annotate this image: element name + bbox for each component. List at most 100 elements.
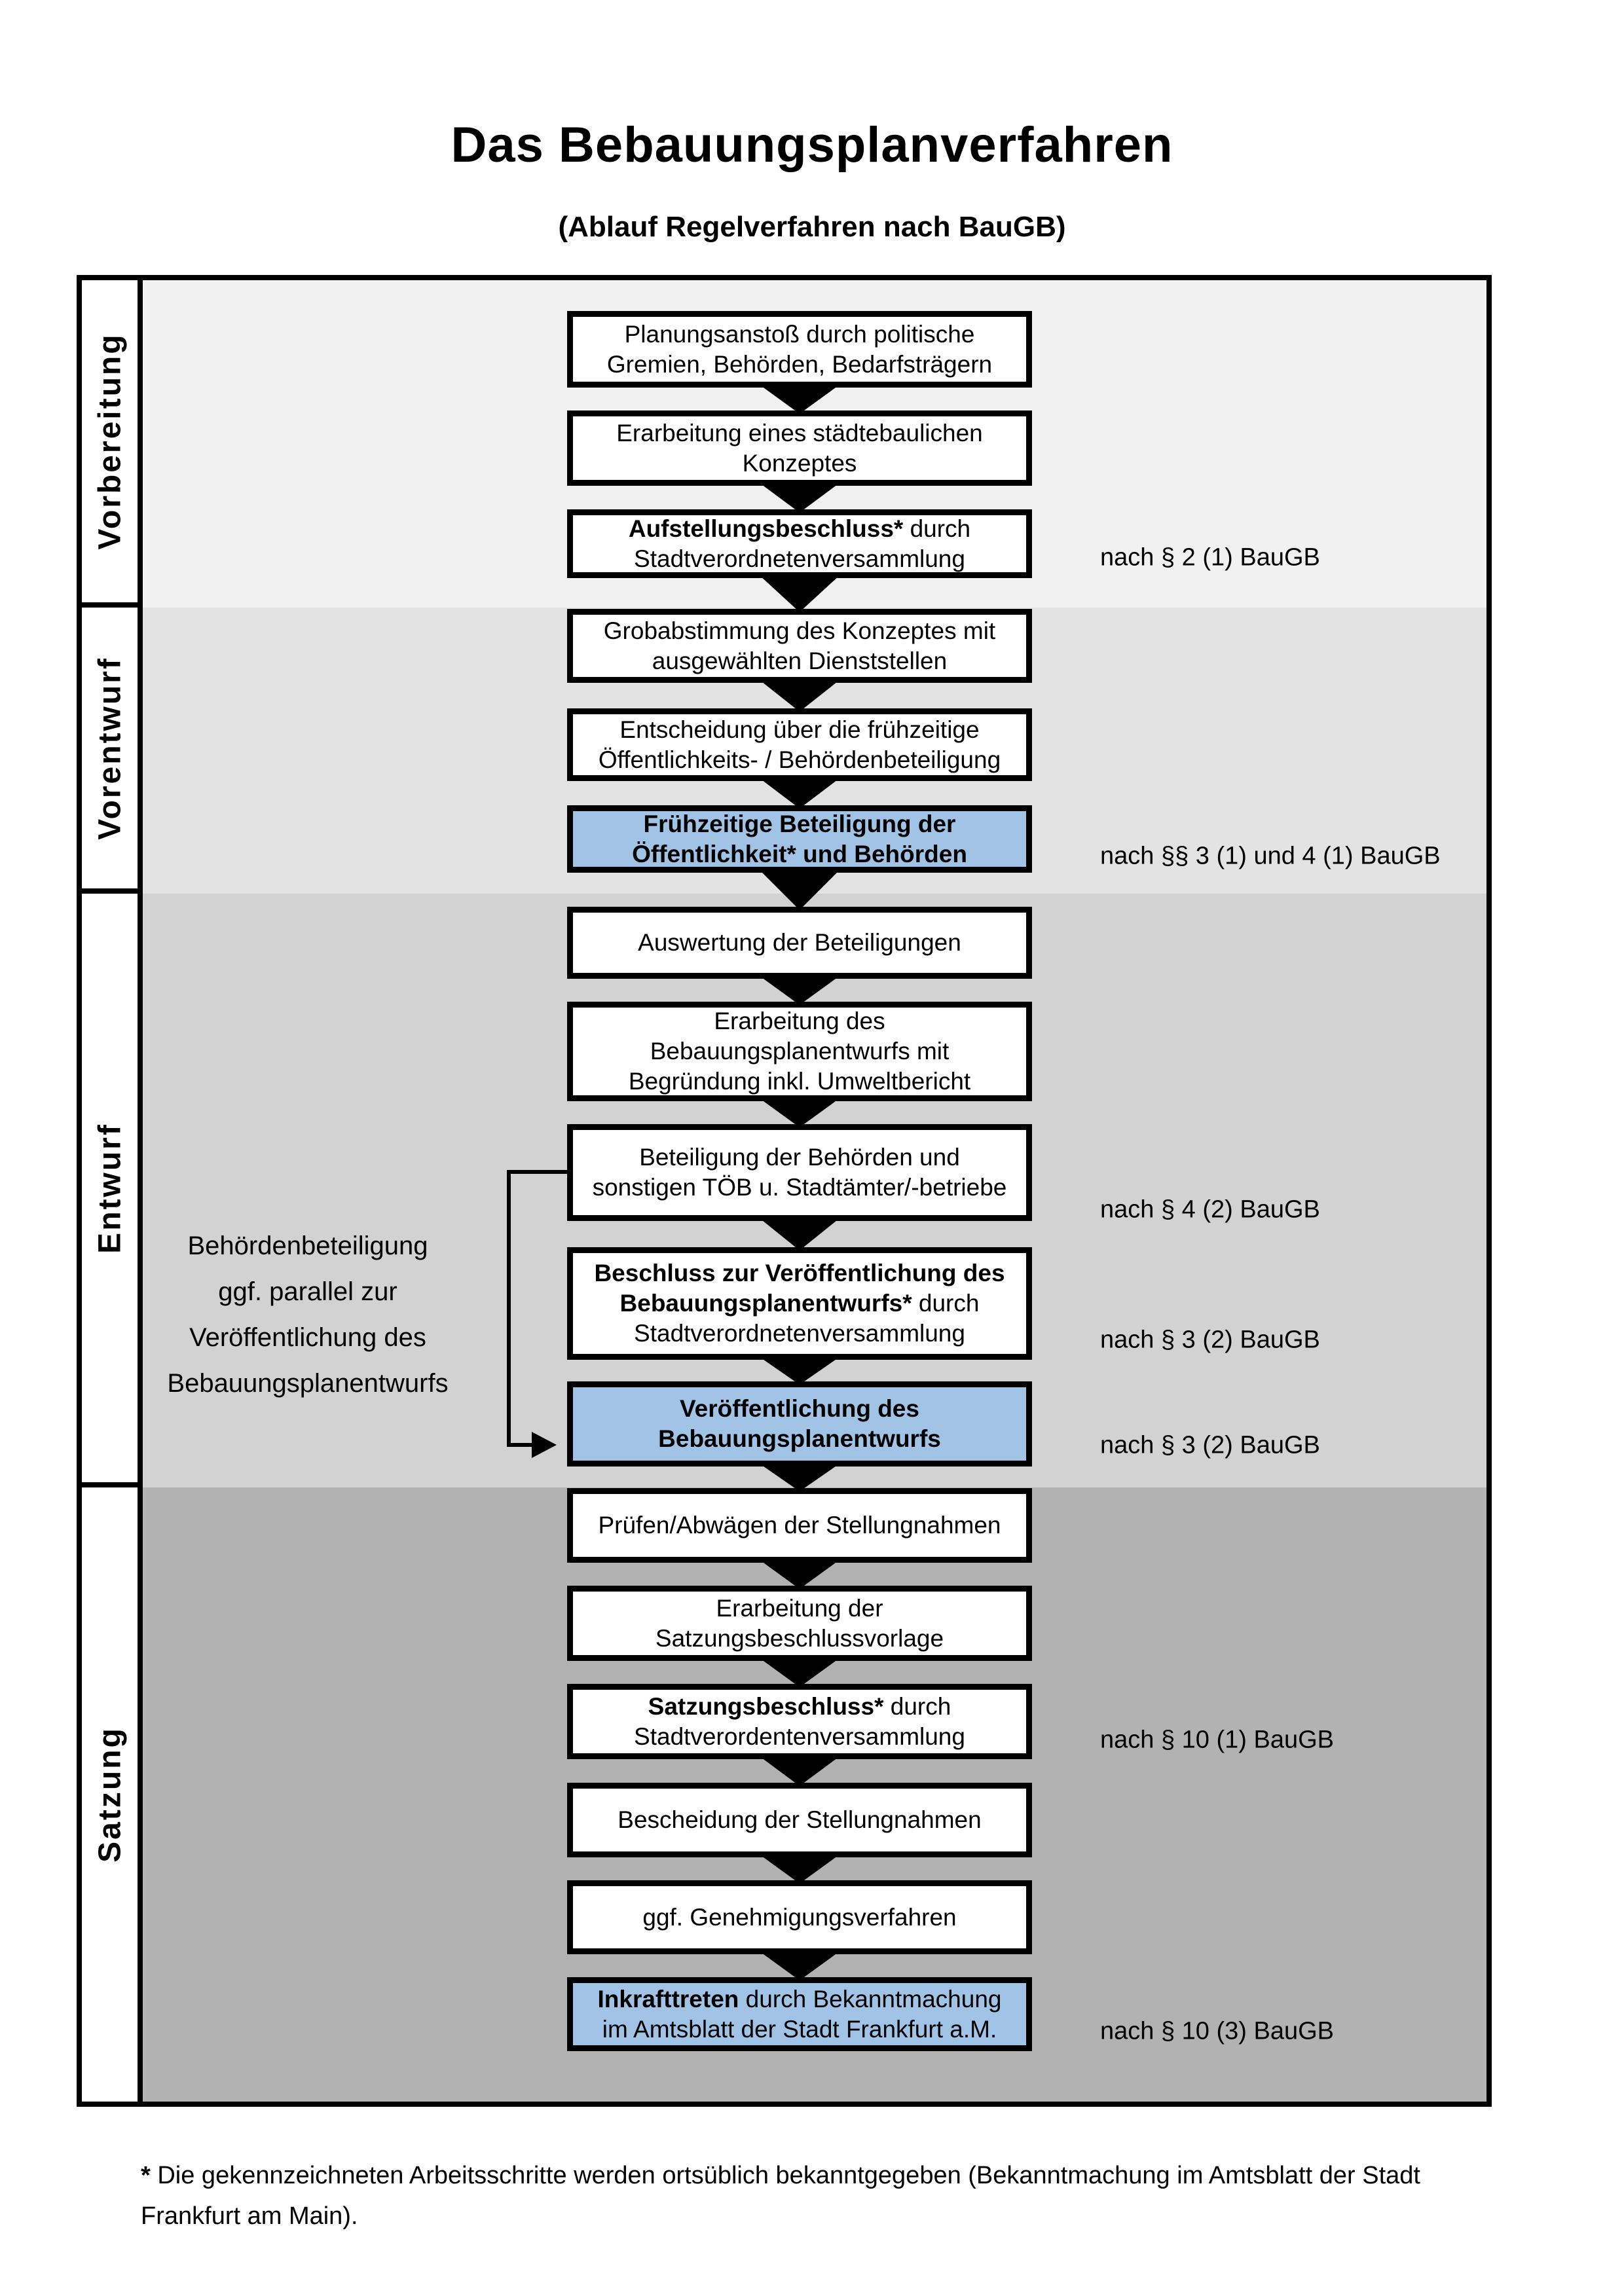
step-text-segment: durch	[903, 515, 971, 542]
down-arrow-icon	[759, 680, 840, 712]
step-text-segment: durch Bekanntmachung	[739, 1985, 1002, 2013]
legal-reference-fruehzeitige-beteiligung: nach §§ 3 (1) und 4 (1) BauGB	[1100, 842, 1441, 870]
down-arrow-icon	[759, 1951, 840, 1980]
step-box-line: Öffentlichkeit* und Behörden	[632, 839, 967, 869]
legal-reference-beteiligung-behoerden-toeb: nach § 4 (2) BauGB	[1100, 1195, 1320, 1224]
step-text-segment: Grobabstimmung des Konzeptes mit	[603, 617, 996, 644]
down-arrow-icon	[759, 975, 840, 1005]
step-text-segment: Stadtverordentenversammlung	[634, 1722, 965, 1750]
step-box-line: Erarbeitung des	[714, 1006, 885, 1036]
step-box-line: ggf. Genehmigungsverfahren	[642, 1903, 956, 1933]
legal-reference-aufstellungsbeschluss: nach § 2 (1) BauGB	[1100, 543, 1320, 572]
step-box-auswertung-beteiligungen: Auswertung der Beteiligungen	[567, 907, 1032, 979]
parallel-process-note-line: Bebauungsplanentwurfs	[167, 1369, 449, 1398]
down-arrow-icon	[759, 483, 840, 513]
section-label-vorentwurf: Vorentwurf	[92, 656, 127, 840]
step-text-segment: Satzungsbeschlussvorlage	[655, 1624, 944, 1652]
step-box-line: Prüfen/Abwägen der Stellungnahmen	[598, 1510, 1001, 1540]
section-label-vorbereitung: Vorbereitung	[92, 333, 127, 550]
step-text-segment: Beteiligung der Behörden und	[639, 1144, 960, 1171]
step-box-grobabstimmung: Grobabstimmung des Konzeptes mit ausgewäh…	[567, 609, 1032, 683]
step-box-line: Aufstellungsbeschluss* durch	[629, 514, 970, 544]
parallel-process-note-line: ggf. parallel zur	[218, 1277, 397, 1306]
legal-reference-satzungsbeschluss: nach § 10 (1) BauGB	[1100, 1726, 1334, 1754]
step-box-line: Stadtverordentenversammlung	[634, 1722, 965, 1752]
step-text-segment: Frühzeitige Beteiligung der	[643, 810, 956, 837]
step-box-line: Konzeptes	[743, 448, 857, 479]
down-arrow-icon	[759, 1218, 840, 1250]
section-label-cell-satzung: Satzung	[82, 1487, 143, 2102]
step-text-segment: Gremien, Behörden, Bedarfsträgern	[606, 350, 993, 378]
step-text-segment: Öffentlichkeit* und Behörden	[632, 840, 967, 867]
footnote-line: Frankfurt am Main).	[141, 2196, 1529, 2236]
step-box-line: Gremien, Behörden, Bedarfsträgern	[607, 350, 992, 380]
page-title: Das Bebauungsplanverfahren	[451, 117, 1173, 173]
step-box-line: Stadtverordnetenversammlung	[634, 544, 965, 574]
section-label-cell-entwurf: Entwurf	[82, 894, 143, 1487]
parallel-process-note-line: Veröffentlichung des	[189, 1323, 426, 1352]
step-box-line: Beteiligung der Behörden und	[639, 1142, 960, 1173]
step-box-line: Öffentlichkeits- / Behördenbeteiligung	[599, 745, 1001, 775]
footnote-text-segment: Frankfurt am Main).	[141, 2202, 358, 2230]
step-text-segment: Prüfen/Abwägen der Stellungnahmen	[598, 1512, 1001, 1539]
step-text-segment: Erarbeitung des	[714, 1008, 885, 1034]
parallel-connector-arrowhead-icon	[532, 1432, 557, 1458]
step-box-line: Erarbeitung eines städtebaulichen	[616, 418, 983, 448]
down-arrow-icon	[759, 869, 840, 910]
down-arrow-icon	[759, 575, 840, 612]
section-label-satzung: Satzung	[92, 1726, 127, 1863]
footnote: * Die gekennzeichneten Arbeitsschritte w…	[141, 2155, 1529, 2236]
step-box-line: Frühzeitige Beteiligung der	[644, 809, 956, 839]
step-box-pruefen-abwaegen-stellungnahmen: Prüfen/Abwägen der Stellungnahmen	[567, 1488, 1032, 1563]
step-text-segment: Entscheidung über die frühzeitige	[619, 716, 980, 743]
step-text-segment: Satzungsbeschluss*	[648, 1692, 884, 1720]
step-text-segment: Bebauungsplanentwurfs mit	[650, 1038, 950, 1065]
step-box-line: sonstigen TÖB u. Stadtämter/-betriebe	[593, 1173, 1007, 1203]
section-label-cell-vorentwurf: Vorentwurf	[82, 608, 143, 894]
step-text-segment: sonstigen TÖB u. Stadtämter/-betriebe	[592, 1174, 1007, 1201]
step-text-segment: ausgewählten Dienststellen	[652, 647, 948, 674]
step-box-line: Beschluss zur Veröffentlichung des	[594, 1258, 1005, 1288]
section-label-entwurf: Entwurf	[92, 1122, 127, 1254]
parallel-connector-vertical-line	[507, 1170, 511, 1445]
step-text-segment: Auswertung der Beteiligungen	[638, 929, 961, 956]
step-box-line: ausgewählten Dienststellen	[652, 646, 947, 676]
step-box-line: Bebauungsplanentwurfs mit	[650, 1036, 950, 1066]
down-arrow-icon	[759, 1756, 840, 1786]
step-box-line: im Amtsblatt der Stadt Frankfurt a.M.	[602, 2014, 997, 2045]
step-text-segment: Veröffentlichung des	[680, 1395, 919, 1422]
down-arrow-icon	[759, 778, 840, 809]
step-text-segment: Bebauungsplanentwurfs*	[619, 1290, 912, 1317]
down-arrow-icon	[759, 1098, 840, 1127]
footnote-text-segment: Die gekennzeichneten Arbeitsschritte wer…	[157, 2162, 1420, 2189]
step-box-genehmigungsverfahren: ggf. Genehmigungsverfahren	[567, 1880, 1032, 1954]
page-subtitle: (Ablauf Regelverfahren nach BauGB)	[558, 211, 1066, 243]
down-arrow-icon	[759, 1658, 840, 1687]
step-text-segment: Stadtverordnetenversammlung	[634, 1320, 965, 1347]
down-arrow-icon	[759, 1357, 840, 1385]
step-box-line: Begründung inkl. Umweltbericht	[629, 1066, 970, 1097]
step-box-line: Satzungsbeschlussvorlage	[655, 1624, 944, 1654]
step-box-beteiligung-behoerden-toeb: Beteiligung der Behörden und sonstigen TÖ…	[567, 1124, 1032, 1221]
down-arrow-icon	[759, 1463, 840, 1491]
step-box-line: Inkrafttreten durch Bekanntmachung	[598, 1984, 1002, 2014]
step-box-line: Veröffentlichung des	[680, 1394, 919, 1424]
legal-reference-veroeffentlichung-bebauungsplanentwurf: nach § 3 (2) BauGB	[1100, 1431, 1320, 1459]
step-box-line: Satzungsbeschluss* durch	[648, 1692, 951, 1722]
down-arrow-icon	[759, 384, 840, 414]
step-text-segment: Erarbeitung der	[716, 1594, 883, 1622]
step-text-segment: Begründung inkl. Umweltbericht	[628, 1068, 971, 1095]
step-box-line: Erarbeitung der	[716, 1594, 883, 1624]
section-label-cell-vorbereitung: Vorbereitung	[82, 280, 143, 608]
step-text-segment: durch	[883, 1692, 951, 1720]
